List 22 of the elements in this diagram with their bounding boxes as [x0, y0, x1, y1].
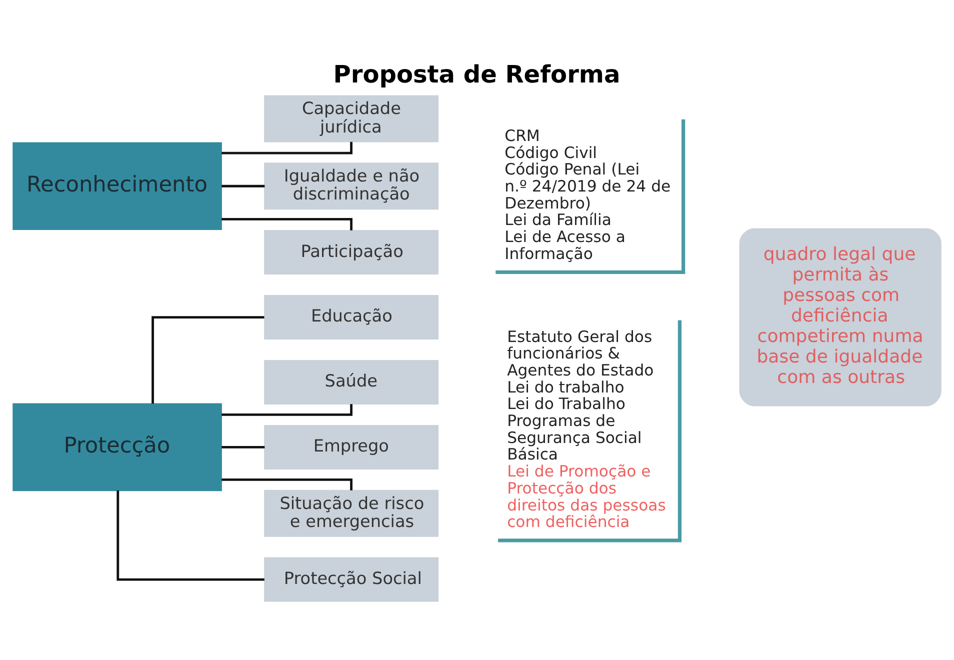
node-box: Reconhecimento: [12, 142, 222, 230]
connector: [222, 404, 352, 416]
connector: [222, 446, 265, 448]
node-box: Capacidade jurídica: [264, 94, 438, 142]
node-text: CRM Código Civil Código Penal (Lei n.º 24/2019 de 24 de Dezembro) Lei da Família Lei de Acesso a Informação: [504, 125, 671, 262]
connector: [222, 218, 352, 230]
node-box: Participação: [264, 230, 438, 274]
node-box: Protecção Social: [264, 556, 438, 602]
node-box: Igualdade e não discriminação: [264, 162, 438, 210]
node-box: Emprego: [264, 424, 438, 469]
node-text: Estatuto Geral dos funcionários & Agentes do Estado Lei do trabalho Lei do Trabalho Programas de Segurança Social Básica Lei de Promoção e Protecção dos direitos das pessoas com deficiência: [507, 326, 666, 531]
node-box: Educação: [264, 294, 438, 340]
connector: [152, 316, 264, 404]
connector: [116, 490, 264, 580]
node-box: quadro legal que permita às pessoas com deficiência competirem numa base de igualdade com as outras: [739, 228, 942, 406]
connector: [222, 184, 265, 187]
connector: [222, 478, 352, 490]
node-box: Protecção: [12, 402, 222, 491]
node-box: Situação de risco e emergencias: [264, 489, 438, 536]
node-box: Saúde: [264, 359, 438, 404]
diagram-title: Proposta de Reforma: [333, 60, 620, 88]
connector: [222, 141, 352, 154]
